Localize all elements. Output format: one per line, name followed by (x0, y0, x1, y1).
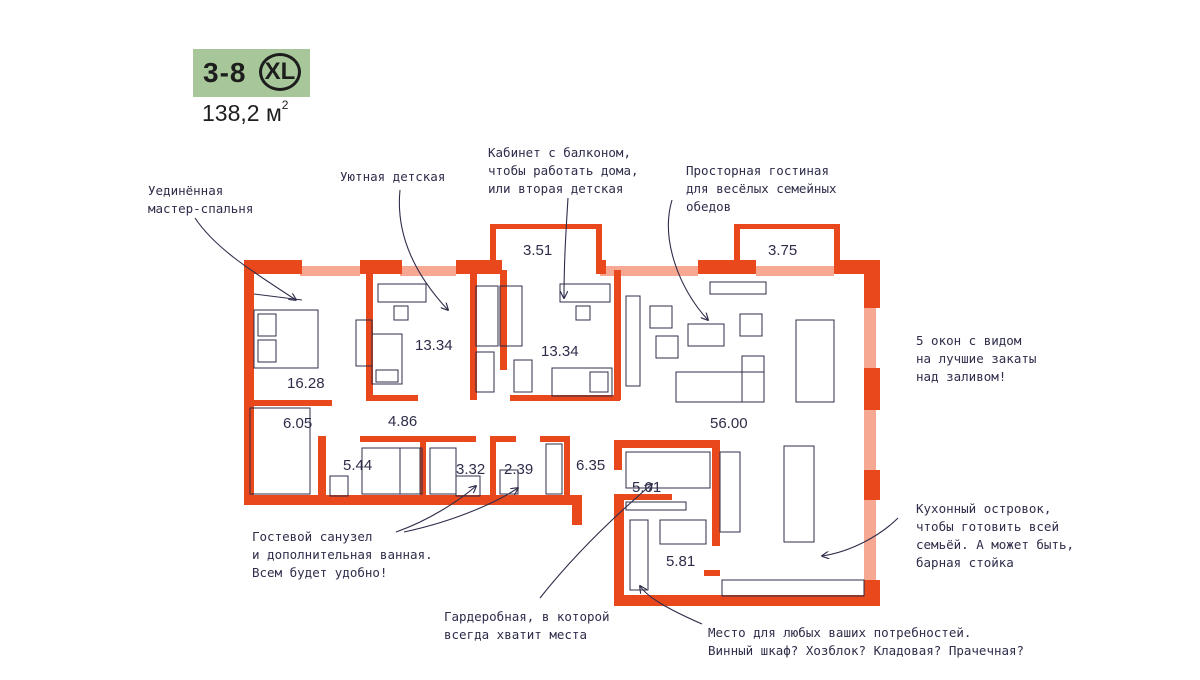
total-area-unit: 2 (281, 98, 289, 112)
note-bathrooms: Гостевой санузел и дополнительная ванная… (252, 529, 433, 580)
note-windows: 5 окон с видом на лучшие закаты над зали… (916, 333, 1037, 384)
area-wc: 2.39 (504, 461, 533, 478)
total-area: 138,2 м2 (202, 98, 289, 127)
plan-code: 3-8 (203, 57, 247, 88)
note-cabinet: Кабинет с балконом, чтобы работать дома,… (488, 145, 639, 196)
note-wardrobe: Гардеробная, в которой всегда хватит мес… (444, 609, 610, 642)
area-bath-2: 3.32 (456, 461, 485, 478)
arrow-master (194, 217, 296, 300)
plan-badge: 3-8 XL (193, 49, 310, 97)
arrow-island (822, 517, 899, 556)
area-kids: 13.34 (415, 337, 453, 354)
arrow-kids (398, 189, 448, 310)
area-storage: 5.81 (666, 553, 695, 570)
room-areas: 16.28 13.34 13.34 3.51 3.75 56.00 6.05 4… (283, 242, 797, 570)
area-cabinet: 13.34 (541, 343, 579, 360)
arrow-storage (640, 586, 703, 625)
note-master-bedroom: Уединённая мастер-спальня (148, 183, 254, 216)
annotation-arrows (194, 189, 899, 625)
arrow-cabinet (564, 197, 569, 298)
area-corridor: 6.35 (576, 457, 605, 474)
walls (244, 224, 880, 606)
note-storage: Место для любых ваших потребностей. Винн… (708, 625, 1025, 658)
area-hall: 4.86 (388, 413, 417, 430)
windows (300, 266, 876, 580)
area-balcony-2: 3.75 (768, 242, 797, 259)
note-living-room: Просторная гостиная для весёлых семейных… (686, 163, 837, 214)
area-bath-1: 5.44 (343, 457, 372, 474)
note-kitchen-island: Кухонный островок, чтобы готовить всей с… (916, 501, 1075, 570)
plan-size-circle: XL (259, 53, 301, 91)
area-wardrobe-1: 6.05 (283, 415, 312, 432)
arrow-bath-2 (395, 486, 476, 533)
total-area-value: 138,2 м (202, 100, 282, 126)
area-balcony-1: 3.51 (523, 242, 552, 259)
arrow-living (668, 199, 708, 320)
arrow-wardrobe (539, 484, 652, 599)
area-master: 16.28 (287, 375, 325, 392)
note-kids-room: Уютная детская (340, 169, 446, 184)
arrow-wc (403, 488, 518, 533)
area-wardrobe-2: 5.01 (632, 479, 661, 496)
area-living: 56.00 (710, 415, 748, 432)
